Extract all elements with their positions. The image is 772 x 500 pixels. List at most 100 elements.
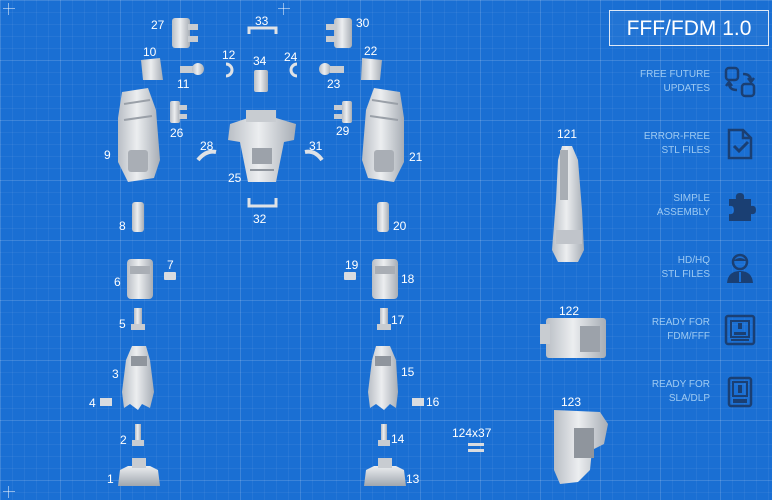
sla-printer-icon (723, 375, 757, 409)
feature-label-line2: ASSEMBLY (656, 207, 710, 218)
part-30 (326, 18, 352, 48)
part-14 (378, 424, 390, 446)
part-label-16: 16 (426, 395, 440, 409)
part-33 (247, 26, 278, 34)
part-label-18: 18 (401, 272, 415, 286)
part-label-17: 17 (391, 313, 405, 327)
feature-label-line1: HD/HQ (677, 255, 710, 266)
version-title: FFF/FDM 1.0 (626, 17, 752, 40)
feature-label: SIMPLE ASSEMBLY (600, 192, 710, 220)
feature-label-line2: FDM/FFF (667, 331, 710, 342)
part-4 (100, 398, 112, 406)
file-check-icon (723, 127, 757, 161)
part-20 (377, 202, 389, 232)
feature-label: READY FOR FDM/FFF (600, 316, 710, 344)
part-1 (118, 458, 160, 486)
part-10 (141, 58, 163, 80)
part-15 (368, 346, 398, 410)
part-label-20: 20 (393, 219, 407, 233)
part-label-13: 13 (406, 472, 420, 486)
part-label-33: 33 (255, 14, 269, 28)
part-24 (289, 62, 298, 78)
part-3 (122, 346, 154, 410)
part-label-24: 24 (284, 50, 298, 64)
feature-label-line1: SIMPLE (673, 193, 710, 204)
crosshair-mark (3, 3, 15, 15)
part-label-122: 122 (559, 304, 580, 318)
feature-label: READY FOR SLA/DLP (600, 378, 710, 406)
part-26 (170, 101, 187, 123)
part-label-2: 2 (120, 433, 127, 447)
feature-label-line1: ERROR-FREE (643, 131, 710, 142)
part-13 (364, 458, 406, 486)
part-label-15: 15 (401, 365, 415, 379)
version-title-box: FFF/FDM 1.0 (609, 10, 769, 46)
feature-label-line2: UPDATES (663, 83, 711, 94)
part-label-3: 3 (112, 367, 119, 381)
part-label-14: 14 (391, 432, 405, 446)
part-label-124: 124x37 (452, 426, 492, 440)
part-17 (377, 308, 391, 330)
part-9 (118, 88, 160, 182)
puzzle-piece-icon (723, 189, 757, 223)
part-label-5: 5 (119, 317, 126, 331)
feature-label-line1: FREE FUTURE (640, 69, 710, 80)
part-label-25: 25 (228, 171, 242, 185)
fdm-printer-icon (723, 313, 757, 347)
feature-label-line1: READY FOR (651, 317, 710, 328)
part-124 (468, 443, 484, 452)
part-label-11: 11 (177, 77, 190, 91)
part-27 (172, 18, 198, 48)
part-label-26: 26 (170, 126, 184, 140)
part-22 (361, 58, 382, 80)
part-7 (164, 272, 176, 280)
part-label-32: 32 (253, 212, 267, 226)
refresh-arrows-icon (723, 65, 757, 99)
feature-label-line2: STL FILES (661, 145, 710, 156)
part-label-8: 8 (119, 219, 126, 233)
part-31 (304, 149, 324, 162)
part-122 (540, 318, 606, 358)
part-label-34: 34 (253, 54, 267, 68)
part-label-123: 123 (561, 395, 582, 409)
part-11 (180, 63, 204, 75)
part-34 (254, 70, 268, 92)
part-123 (554, 410, 608, 484)
part-5 (131, 308, 145, 330)
part-label-31: 31 (309, 139, 323, 153)
part-28 (196, 149, 217, 162)
crosshair-mark (3, 486, 15, 498)
part-12 (225, 62, 234, 78)
feature-label: ERROR-FREE STL FILES (600, 130, 710, 158)
crosshair-mark (278, 3, 290, 15)
feature-label: HD/HQ STL FILES (600, 254, 710, 282)
part-23 (319, 63, 344, 75)
feature-label: FREE FUTURE UPDATES (600, 68, 710, 96)
part-label-29: 29 (336, 124, 350, 138)
part-121 (552, 146, 584, 262)
part-label-1: 1 (107, 472, 114, 486)
part-label-21: 21 (409, 150, 423, 164)
part-label-28: 28 (200, 139, 214, 153)
part-label-19: 19 (345, 258, 359, 272)
part-21 (362, 88, 404, 182)
part-6 (127, 259, 153, 299)
part-label-6: 6 (114, 275, 121, 289)
part-label-27: 27 (151, 18, 165, 32)
part-29 (334, 101, 352, 123)
part-label-4: 4 (89, 396, 96, 410)
part-16 (412, 398, 424, 406)
part-label-23: 23 (327, 77, 341, 91)
person-icon (723, 251, 757, 285)
part-25 (228, 110, 296, 182)
part-32 (247, 198, 278, 208)
feature-label-line2: SLA/DLP (668, 393, 710, 404)
feature-label-line2: STL FILES (661, 269, 710, 280)
part-18 (372, 259, 398, 299)
part-label-10: 10 (143, 45, 157, 59)
feature-label-line1: READY FOR (651, 379, 710, 390)
part-label-12: 12 (222, 48, 236, 62)
part-label-7: 7 (167, 258, 174, 272)
part-19 (344, 272, 356, 280)
